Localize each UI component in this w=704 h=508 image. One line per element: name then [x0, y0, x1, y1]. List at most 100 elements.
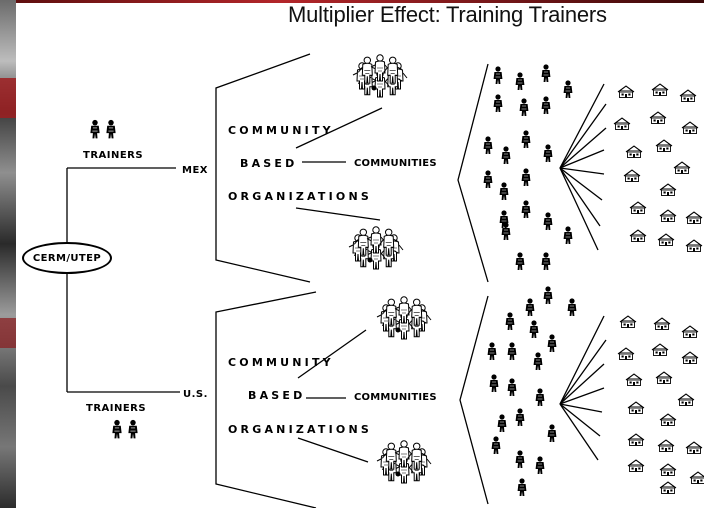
- mex-line-to-group-bottom: [295, 207, 381, 221]
- us-house-fan-line-5: [559, 403, 601, 437]
- person-icon: [541, 252, 551, 270]
- mex-group-top-icon: [352, 54, 408, 98]
- person-icon: [493, 94, 503, 112]
- us-cbo-line-3: ORGANIZATIONS: [228, 423, 372, 436]
- person-icon: [491, 436, 501, 454]
- us-trainers-label: TRAINERS: [86, 403, 147, 414]
- house-icon: [657, 233, 675, 246]
- us-trainer-pair-icon: [112, 419, 138, 439]
- house-icon: [625, 145, 643, 158]
- house-icon: [673, 161, 691, 174]
- mex-country-label: MEX: [182, 165, 208, 176]
- mex-house-fan-line-5: [559, 167, 603, 201]
- us-communities-label: COMMUNITIES: [354, 392, 437, 403]
- person-icon: [499, 210, 509, 228]
- us-communities-bracket: [459, 295, 489, 505]
- person-icon: [521, 168, 531, 186]
- person-icon: [128, 419, 138, 439]
- slide-title: Multiplier Effect: Training Trainers: [288, 2, 607, 27]
- house-icon: [681, 121, 699, 134]
- house-icon: [619, 315, 637, 328]
- mex-group-bottom-icon: [348, 226, 404, 270]
- person-icon: [489, 374, 499, 392]
- mex-house-fan-line-0: [559, 83, 605, 169]
- header-accent-bar: [0, 0, 704, 3]
- house-icon: [623, 169, 641, 182]
- person-icon: [507, 378, 517, 396]
- person-icon: [483, 136, 493, 154]
- house-icon: [627, 433, 645, 446]
- house-icon: [629, 201, 647, 214]
- house-icon: [617, 85, 635, 98]
- mex-house-fan-line-4: [559, 167, 605, 175]
- person-icon: [487, 342, 497, 360]
- house-icon: [659, 413, 677, 426]
- person-icon: [519, 98, 529, 116]
- person-icon: [515, 408, 525, 426]
- house-icon: [625, 373, 643, 386]
- house-icon: [649, 111, 667, 124]
- house-icon: [659, 463, 677, 476]
- photo-red-area-lower: [0, 318, 16, 348]
- person-icon: [529, 320, 539, 338]
- house-icon: [685, 441, 703, 454]
- house-icon: [679, 89, 697, 102]
- person-icon: [533, 352, 543, 370]
- person-icon: [483, 170, 493, 188]
- us-line-to-group-bottom: [297, 437, 369, 463]
- house-icon: [627, 401, 645, 414]
- house-icon: [685, 239, 703, 252]
- person-icon: [90, 119, 100, 139]
- mex-cbo-line-2: BASED: [240, 157, 298, 170]
- mex-line-to-group-top: [295, 107, 383, 149]
- house-icon: [681, 325, 699, 338]
- person-icon: [106, 119, 116, 139]
- house-icon: [689, 471, 704, 484]
- person-icon: [541, 96, 551, 114]
- mex-house-fan-line-7: [559, 167, 599, 251]
- person-icon: [563, 80, 573, 98]
- us-cbo-line-1: COMMUNITY: [228, 356, 334, 369]
- us-house-fan-line-2: [559, 363, 605, 405]
- house-icon: [659, 209, 677, 222]
- person-icon: [535, 388, 545, 406]
- person-icon: [501, 222, 511, 240]
- mex-cbo-bracket: [215, 53, 311, 283]
- mex-community-houses: [613, 83, 703, 252]
- house-icon: [681, 351, 699, 364]
- mex-communities-label: COMMUNITIES: [354, 158, 437, 169]
- house-icon: [677, 393, 695, 406]
- house-icon: [627, 459, 645, 472]
- house-icon: [655, 139, 673, 152]
- mex-house-fan-line-3: [559, 149, 605, 169]
- person-icon: [505, 312, 515, 330]
- house-icon: [685, 211, 703, 224]
- house-icon: [659, 183, 677, 196]
- person-icon: [515, 450, 525, 468]
- us-cbo-line-2: BASED: [248, 389, 306, 402]
- house-icon: [651, 343, 669, 356]
- person-icon: [493, 66, 503, 84]
- person-icon: [515, 72, 525, 90]
- person-icon: [547, 334, 557, 352]
- us-house-fan-line-3: [559, 387, 605, 405]
- person-icon: [567, 298, 577, 316]
- center-organization-label: CERM/UTEP: [32, 252, 102, 264]
- person-icon: [112, 419, 122, 439]
- mex-community-people: [483, 64, 573, 270]
- mex-communities-bracket: [457, 63, 489, 283]
- person-icon: [497, 414, 507, 432]
- person-icon: [525, 298, 535, 316]
- us-house-fan-line-0: [559, 315, 605, 405]
- mex-trainer-pair-icon: [90, 119, 116, 139]
- mex-house-fan-line-6: [559, 167, 601, 227]
- mex-cbo-line-3: ORGANIZATIONS: [228, 190, 372, 203]
- person-icon: [543, 144, 553, 162]
- person-icon: [521, 200, 531, 218]
- us-house-fan-line-6: [559, 403, 599, 461]
- person-icon: [507, 342, 517, 360]
- us-country-label: U.S.: [183, 389, 208, 400]
